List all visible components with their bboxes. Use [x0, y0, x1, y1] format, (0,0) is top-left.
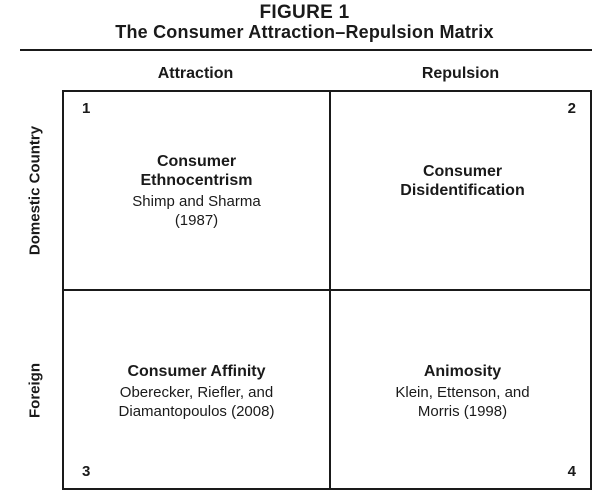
figure-title: The Consumer Attraction–Repulsion Matrix [115, 22, 494, 42]
quadrant-1-title-line: Consumer [156, 153, 237, 170]
row-header-domestic-country: Domestic Country [26, 125, 44, 256]
quadrant-1-reference: Shimp and Sharma (1987) [64, 192, 329, 230]
quadrant-1-reference-line: (1987) [174, 212, 219, 229]
quadrant-4-title-line: Animosity [423, 363, 502, 380]
quadrant-3-reference: Oberecker, Riefler, and Diamantopoulos (… [64, 383, 329, 421]
row-header-foreign: Foreign [26, 363, 44, 418]
quadrant-animosity: Animosity Klein, Ettenson, and Morris (1… [331, 362, 594, 421]
quadrant-3-reference-line: Diamantopoulos (2008) [118, 403, 275, 420]
column-header-attraction: Attraction [157, 65, 234, 82]
quadrant-2-title-line: Consumer [422, 163, 503, 180]
quadrant-3-reference-line: Oberecker, Riefler, and [119, 384, 274, 401]
quadrant-consumer-ethnocentrism: Consumer Ethnocentrism Shimp and Sharma … [64, 152, 329, 230]
quadrant-3-title-line: Consumer Affinity [127, 363, 266, 380]
quadrant-3-title: Consumer Affinity [64, 362, 329, 381]
quadrant-4-title: Animosity [331, 362, 594, 381]
quadrant-4-number: 4 [567, 463, 576, 480]
quadrant-3-number: 3 [82, 463, 91, 480]
quadrant-2-number: 2 [567, 100, 576, 117]
title-divider [20, 49, 592, 51]
quadrant-1-number: 1 [82, 100, 91, 117]
quadrant-4-reference: Klein, Ettenson, and Morris (1998) [331, 383, 594, 421]
quadrant-consumer-disidentification: Consumer Disidentification [331, 162, 594, 200]
quadrant-1-title: Consumer Ethnocentrism [64, 152, 329, 190]
figure-number: FIGURE 1 [259, 2, 350, 23]
column-header-repulsion: Repulsion [421, 65, 500, 82]
quadrant-4-reference-line: Klein, Ettenson, and [395, 384, 530, 401]
quadrant-1-reference-line: Shimp and Sharma [132, 193, 261, 210]
quadrant-1-title-line: Ethnocentrism [140, 172, 253, 189]
quadrant-2-title-line: Disidentification [400, 182, 525, 199]
attraction-repulsion-matrix: 1 Consumer Ethnocentrism Shimp and Sharm… [62, 90, 592, 490]
quadrant-consumer-affinity: Consumer Affinity Oberecker, Riefler, an… [64, 362, 329, 421]
matrix-horizontal-divider [64, 289, 590, 291]
quadrant-4-reference-line: Morris (1998) [417, 403, 508, 420]
quadrant-2-title: Consumer Disidentification [331, 162, 594, 200]
